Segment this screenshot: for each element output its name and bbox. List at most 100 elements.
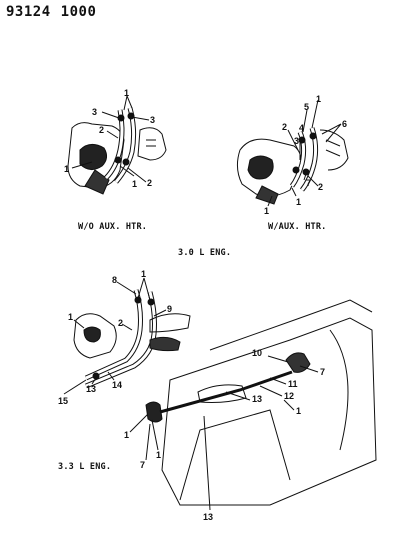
callouts-without-aux-heater: 1 3 3 2 1 1 2 (64, 88, 155, 189)
tube-bracket (149, 336, 181, 352)
view-without-aux-heater (67, 95, 167, 195)
leader-line (303, 173, 307, 181)
callout: 1 (124, 88, 129, 98)
callout: 2 (318, 182, 323, 192)
callout: 2 (282, 122, 287, 132)
part-code: 93124 (6, 4, 51, 20)
callout: 1 (124, 430, 129, 440)
hose-clamp (114, 156, 122, 164)
callout: 2 (118, 318, 123, 328)
fitting (325, 139, 341, 157)
leader-line (287, 129, 299, 151)
leader-line (145, 423, 151, 461)
leader-line (283, 399, 295, 411)
sheet-number: 1000 (60, 4, 97, 20)
leader-line (91, 377, 97, 385)
view-with-aux-heater (236, 99, 349, 207)
callout: 8 (112, 275, 117, 285)
leader-line (267, 195, 273, 207)
leader-line (129, 413, 149, 433)
fender-line (329, 329, 349, 451)
heater-tube-long (159, 370, 293, 414)
hose-run-b-core (85, 291, 156, 388)
bracket-right (255, 185, 279, 205)
callout: 1 (64, 164, 69, 174)
leader-line (151, 419, 159, 451)
callout: 5 (304, 102, 309, 112)
callout: 1 (316, 94, 321, 104)
leader-line (119, 165, 135, 177)
leader-line (137, 277, 151, 301)
leader-line (63, 379, 87, 395)
callout: 1 (68, 312, 73, 322)
heater-tube (149, 313, 191, 333)
callout: 1 (296, 197, 301, 207)
diagram-header: 93124 1000 (6, 4, 96, 20)
callout: 2 (99, 125, 104, 135)
caption-engine-33: 3.3 L ENG. (58, 462, 112, 472)
leader-line (267, 355, 289, 363)
callout: 13 (203, 512, 213, 522)
callout: 14 (112, 380, 122, 390)
pump-housing-right (247, 155, 274, 180)
hose-clamp (292, 166, 300, 174)
hose-clamp (127, 112, 135, 120)
callout: 1 (156, 450, 161, 460)
leader-line (106, 130, 119, 139)
caption-without-aux-heater: W/O AUX. HTR. (78, 222, 148, 232)
leader-line (321, 123, 342, 143)
callout: 1 (264, 206, 269, 216)
engine-block-detail (73, 313, 117, 359)
pump-housing-detail (83, 326, 101, 343)
callout: 13 (86, 384, 96, 394)
engine-block-left (67, 122, 125, 189)
grille-panel (179, 409, 291, 501)
callout: 15 (58, 396, 68, 406)
callout: 3 (92, 107, 97, 117)
hose-clamp (92, 372, 100, 380)
callout: 11 (288, 379, 298, 389)
callout: 1 (296, 406, 301, 416)
callout: 13 (252, 394, 262, 404)
leader-line (299, 365, 319, 373)
hood-hinge-line (209, 299, 373, 351)
callout: 4 (299, 123, 304, 133)
leader-line (116, 281, 137, 295)
leader-line (107, 371, 115, 381)
leader-line (269, 377, 287, 385)
fitting (146, 139, 156, 147)
leader-line (225, 391, 251, 401)
callout: 7 (320, 367, 325, 377)
leader-line (131, 116, 150, 121)
vehicle-hood-outline (161, 317, 377, 506)
caption-engine-30: 3.0 L ENG. (178, 248, 232, 258)
caption-with-aux-heater: W/AUX. HTR. (268, 222, 327, 232)
callout: 7 (306, 178, 311, 188)
leader-line (259, 385, 283, 397)
leader-line (153, 309, 167, 317)
callout: 2 (147, 178, 152, 188)
callout: 3 (150, 115, 155, 125)
leader-line (203, 415, 211, 511)
leader-line (121, 323, 133, 331)
leader-line (101, 111, 120, 119)
callout: 7 (140, 460, 145, 470)
callouts-33-engine-vehicle: 10 7 11 12 13 1 1 7 1 13 (124, 348, 325, 522)
callout: 1 (141, 269, 146, 279)
callout: 1 (132, 179, 137, 189)
heater-hose-upper-core (104, 109, 124, 180)
hose-clamp (122, 158, 130, 166)
callout: 3 (294, 136, 299, 146)
aux-heater-unit (319, 129, 349, 171)
radiator-top (197, 384, 247, 403)
leader-line (73, 319, 85, 329)
callout: 12 (284, 391, 294, 401)
callout: 9 (167, 304, 172, 314)
leader-line (307, 175, 319, 187)
view-33-engine-vehicle (129, 299, 377, 511)
heater-valve (145, 401, 163, 423)
bracket-left (84, 169, 110, 195)
hose-clamp (309, 132, 317, 140)
callouts-33-engine-detail: 8 1 9 1 2 13 14 15 (58, 269, 172, 406)
leader-line (291, 187, 297, 197)
